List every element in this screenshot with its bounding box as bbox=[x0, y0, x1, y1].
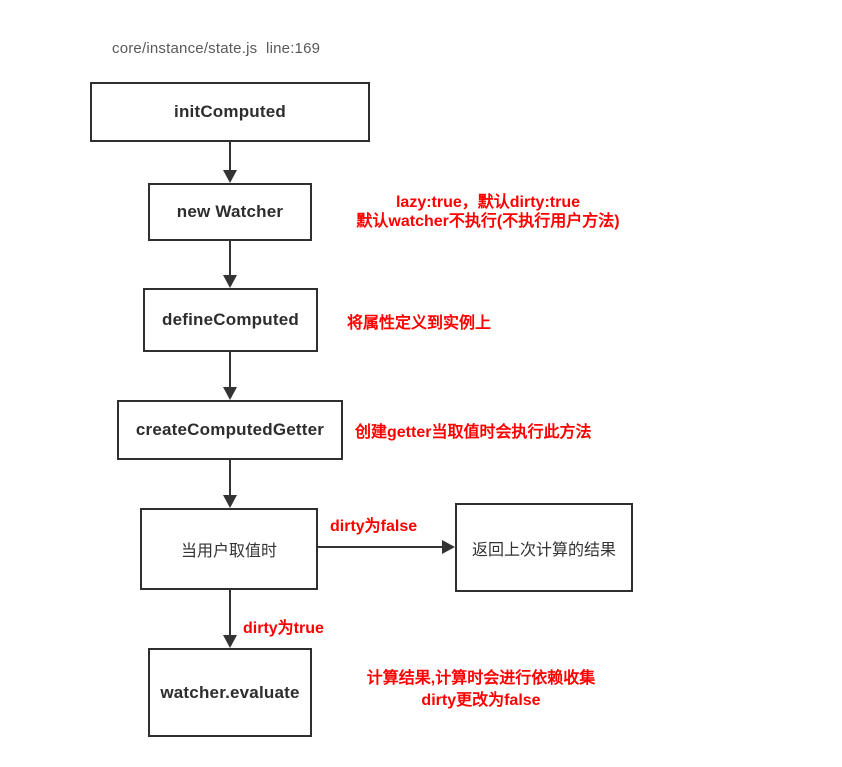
node-return-cached-result: 返回上次计算的结果 bbox=[455, 503, 633, 592]
node-create-computed-getter: createComputedGetter bbox=[117, 400, 343, 460]
annotation-define-computed: 将属性定义到实例上 bbox=[347, 315, 492, 332]
node-on-user-get-value: 当用户取值时 bbox=[140, 508, 318, 590]
annotation-line: 计算结果,计算时会进行依赖收集 bbox=[366, 670, 596, 687]
node-define-computed: defineComputed bbox=[143, 288, 318, 352]
node-init-computed: initComputed bbox=[90, 82, 370, 142]
source-file-caption: core/instance/state.js line:169 bbox=[112, 40, 321, 57]
annotation-create-computed-getter: 创建getter当取值时会执行此方法 bbox=[355, 424, 592, 441]
annotation-line: lazy:true，默认dirty:true bbox=[395, 194, 581, 211]
arrow-down-icon bbox=[223, 241, 237, 288]
edge-label-dirty-false: dirty为false bbox=[330, 518, 418, 535]
annotation-watcher-evaluate: 计算结果,计算时会进行依赖收集 dirty更改为false bbox=[335, 668, 627, 712]
arrow-down-icon bbox=[223, 460, 237, 508]
node-watcher-evaluate: watcher.evaluate bbox=[148, 648, 312, 737]
arrow-down-icon bbox=[223, 142, 237, 183]
annotation-line: 默认watcher不执行(不执行用户方法) bbox=[356, 213, 620, 230]
arrow-down-icon bbox=[223, 352, 237, 400]
node-new-watcher: new Watcher bbox=[148, 183, 312, 241]
arrow-down-icon bbox=[223, 590, 237, 648]
annotation-line: dirty更改为false bbox=[421, 692, 541, 709]
arrow-right-icon bbox=[318, 540, 455, 554]
annotation-new-watcher: lazy:true，默认dirty:true 默认watcher不执行(不执行用… bbox=[318, 193, 658, 231]
edge-label-dirty-true: dirty为true bbox=[243, 620, 324, 637]
